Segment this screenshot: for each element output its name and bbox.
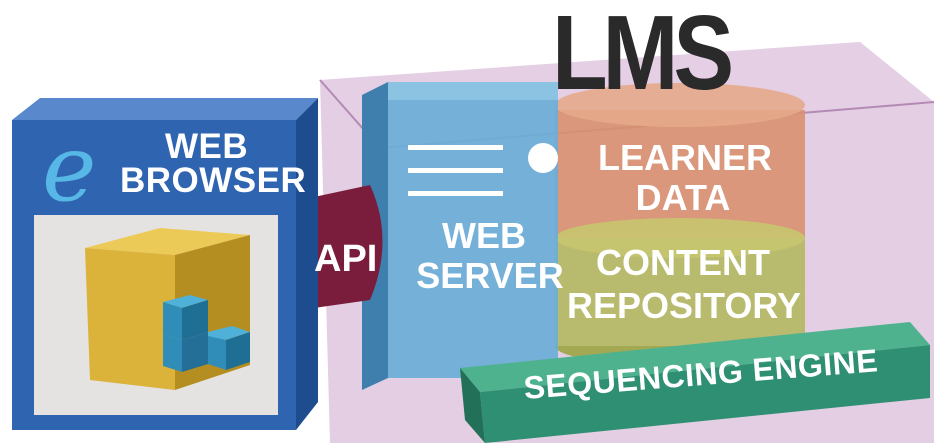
sequencing-engine-bar: [460, 322, 930, 443]
lms-title: LMS: [552, 0, 734, 112]
learner-data-label-line2: DATA: [635, 177, 731, 218]
server-vent-line: [408, 168, 503, 173]
database-cylinder: [555, 83, 805, 366]
content-repository-label-line1: CONTENT: [596, 242, 770, 283]
learner-data-layer: [555, 110, 805, 238]
learner-data-label-line1: LEARNER: [598, 137, 773, 178]
content-repository-label-line2: REPOSITORY: [566, 285, 802, 326]
server-vent-line: [408, 191, 503, 196]
api-label: API: [314, 238, 378, 280]
web-browser-label-line1: WEB: [165, 127, 249, 166]
web-server: [362, 82, 558, 390]
server-power-light: [528, 143, 558, 173]
web-server-label-line2: SERVER: [416, 255, 564, 296]
server-vent-line: [408, 145, 503, 150]
web-browser-label-line2: BROWSER: [120, 161, 307, 200]
cube-icon: [85, 228, 250, 390]
web-server-label-line1: WEB: [442, 215, 526, 256]
browser-e-logo-icon: e: [42, 115, 96, 222]
